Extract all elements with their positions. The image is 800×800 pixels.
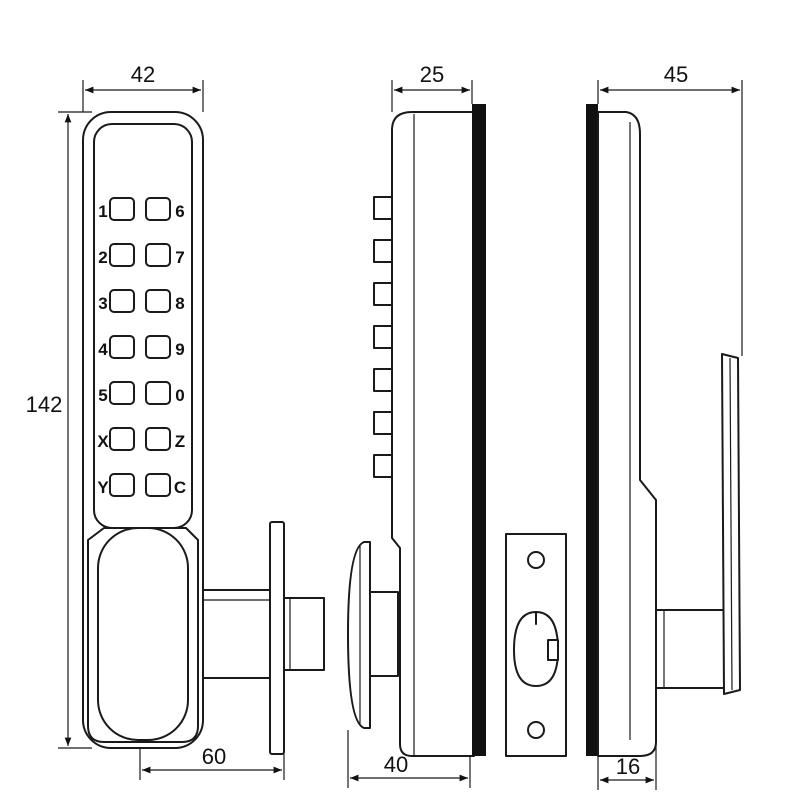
- key-label-left: X: [97, 432, 109, 451]
- key-label-left: 1: [98, 202, 107, 221]
- dimension-lever-offset-label: 16: [616, 754, 640, 779]
- front-view: 1 2 3 4 5 X Y 6 7 8 9 0 Z C: [82, 111, 325, 755]
- key-label-right: 8: [175, 294, 184, 313]
- key-label-right: 7: [175, 248, 184, 267]
- side-view: [347, 104, 486, 757]
- side-spindle: [365, 591, 399, 677]
- key-button[interactable]: [145, 335, 171, 359]
- side-door-plate: [472, 104, 486, 756]
- front-keypad-face: [93, 123, 193, 529]
- key-button[interactable]: [109, 335, 135, 359]
- dimension-width-label: 42: [131, 62, 155, 87]
- key-label-right: 9: [175, 340, 184, 359]
- dimension-height-label: 142: [26, 392, 63, 417]
- front-knob: [97, 527, 189, 741]
- side-knob: [347, 541, 371, 729]
- key-button[interactable]: [109, 381, 135, 405]
- keypad-buttons: [109, 197, 171, 497]
- key-label-left: 5: [98, 386, 107, 405]
- keypad-labels: 1 2 3 4 5 X Y 6 7 8 9 0 Z C: [97, 202, 186, 497]
- key-button[interactable]: [109, 197, 135, 221]
- rear-housing: [597, 111, 657, 757]
- key-button[interactable]: [109, 427, 135, 451]
- key-label-left: 3: [98, 294, 107, 313]
- key-button[interactable]: [145, 289, 171, 313]
- key-label-right: 6: [175, 202, 184, 221]
- key-button[interactable]: [145, 197, 171, 221]
- rear-door-plate: [586, 104, 598, 756]
- key-label-left: 4: [98, 340, 108, 359]
- key-button[interactable]: [145, 427, 171, 451]
- key-button[interactable]: [145, 473, 171, 497]
- key-button[interactable]: [145, 381, 171, 405]
- key-label-right: Z: [175, 432, 185, 451]
- dimension-spindle-label: 60: [202, 744, 226, 769]
- dimension-depth-label: 25: [420, 62, 444, 87]
- side-housing: [391, 111, 475, 757]
- side-button-nubs: [373, 196, 393, 478]
- rear-view: [586, 104, 741, 757]
- dimension-rear-depth-label: 45: [664, 62, 688, 87]
- key-button[interactable]: [109, 243, 135, 267]
- front-latch-assembly: [199, 521, 325, 755]
- key-button[interactable]: [109, 473, 135, 497]
- key-label-right: 0: [175, 386, 184, 405]
- dimension-knob-depth-label: 40: [384, 752, 408, 777]
- key-button[interactable]: [109, 289, 135, 313]
- key-label-left: Y: [97, 478, 109, 497]
- rear-lever-arm: [655, 609, 727, 689]
- dimension-lines: 42 142 60 25 40 45 16: [22, 62, 743, 790]
- key-label-left: 2: [98, 248, 107, 267]
- key-label-right: C: [174, 478, 186, 497]
- strike-plate: [505, 533, 567, 757]
- key-button[interactable]: [145, 243, 171, 267]
